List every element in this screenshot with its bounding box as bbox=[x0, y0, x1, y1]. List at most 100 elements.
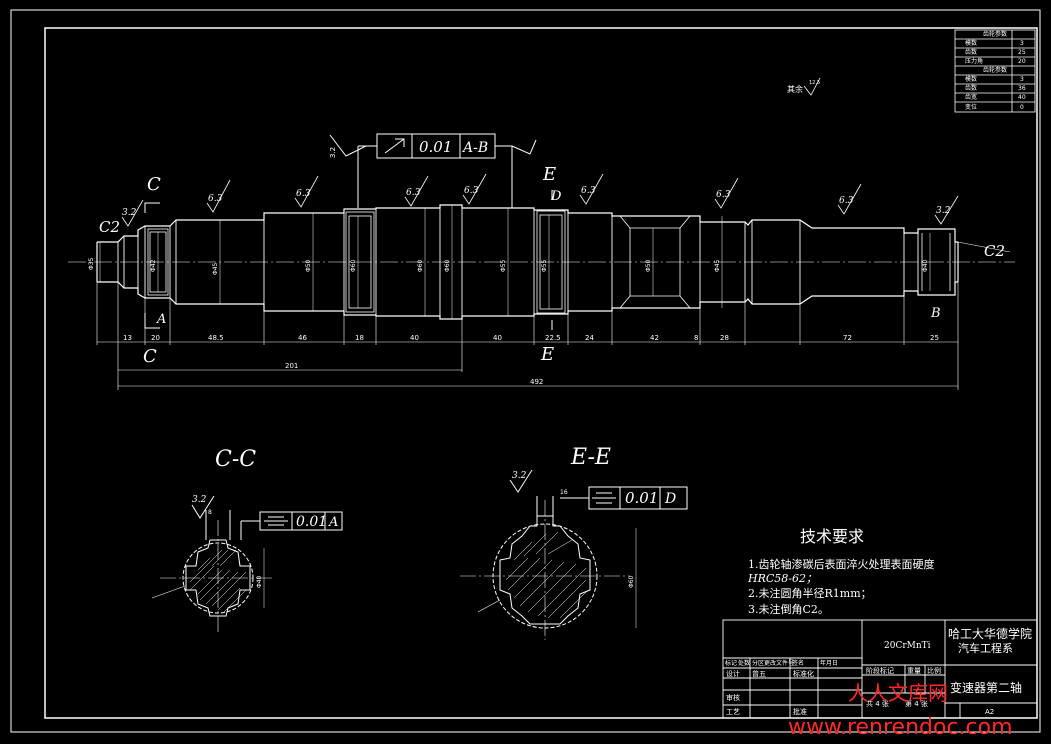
roughness-symbol bbox=[803, 77, 821, 96]
param-cell: 变位 bbox=[965, 103, 977, 111]
overall-dim-total: 492 bbox=[530, 378, 543, 386]
param-cell: 齿宽 bbox=[965, 93, 977, 101]
section-cc-title: C-C bbox=[215, 447, 256, 472]
roughness-value: 6.3 bbox=[406, 188, 421, 198]
section-cc-datum: A bbox=[328, 515, 338, 530]
section-mark-c-top: C bbox=[147, 174, 161, 195]
tech-req-item: 1.齿轮轴渗碳后表面淬火处理表面硬度 bbox=[748, 557, 935, 571]
param-cell: 齿数 bbox=[965, 84, 977, 92]
length-dim: 18 bbox=[355, 334, 364, 342]
section-mark-e-top: E bbox=[542, 164, 556, 185]
roughness-note: 其余 bbox=[787, 84, 803, 94]
datum-d: D bbox=[550, 189, 562, 204]
diameter-label: Φ45 bbox=[212, 262, 219, 275]
tb-school: 哈工大华德学院 bbox=[948, 626, 1032, 641]
param-cell: 齿轮参数 bbox=[983, 66, 1007, 74]
tech-req-title: 技术要求 bbox=[800, 527, 864, 546]
param-cell: 齿轮参数 bbox=[983, 30, 1007, 38]
length-dim: 48.5 bbox=[208, 334, 224, 342]
roughness-value: 6.3 bbox=[208, 194, 223, 204]
tolerance-main-datum: A-B bbox=[461, 140, 488, 156]
roughness-symbols bbox=[121, 173, 959, 227]
param-cell: 压力角 bbox=[965, 57, 983, 65]
roughness-value: 6.3 bbox=[581, 186, 596, 196]
tb-row-label: 年月日 bbox=[820, 659, 838, 667]
diameter-label: Φ60 bbox=[417, 259, 424, 272]
length-dims bbox=[96, 282, 959, 390]
length-dim: 22.5 bbox=[545, 334, 561, 342]
chamfer-left: C2 bbox=[99, 218, 120, 236]
diameter-label: Φ42 bbox=[150, 259, 157, 272]
section-ee-drawing bbox=[460, 469, 688, 640]
section-ee-dia: Φ60 bbox=[628, 575, 635, 588]
tb-stage: 阶段标记 bbox=[866, 666, 894, 675]
section-ee-datum: D bbox=[664, 491, 676, 507]
shaft-steps bbox=[117, 205, 956, 319]
roughness-value: 6.3 bbox=[464, 186, 479, 196]
length-dim: 13 bbox=[123, 334, 132, 342]
tb-row-label: 更改文件号 bbox=[764, 659, 794, 667]
length-dim: 40 bbox=[493, 334, 502, 342]
diameter-label: Φ45 bbox=[714, 259, 721, 272]
length-dim: 8 bbox=[694, 334, 698, 342]
param-cell: 0 bbox=[1020, 104, 1024, 111]
section-cc-tolerance: 0.01 bbox=[296, 514, 327, 530]
section-mark-e-bottom: E bbox=[540, 344, 554, 365]
param-cell: 20 bbox=[1018, 58, 1026, 65]
length-dim: 40 bbox=[410, 334, 419, 342]
tb-sheets: 共 4 张 bbox=[866, 699, 889, 708]
param-cell: 25 bbox=[1018, 49, 1026, 56]
section-cc-dia: Φ40 bbox=[256, 575, 263, 588]
overall-dim-partial: 201 bbox=[285, 362, 298, 370]
length-dim: 46 bbox=[298, 334, 307, 342]
tolerance-frame-main bbox=[329, 133, 537, 208]
section-ee-key: 16 bbox=[560, 489, 568, 496]
diameter-label: Φ60 bbox=[350, 259, 357, 272]
section-ee-tolerance: 0.01 bbox=[625, 489, 658, 507]
chamfer-right: C2 bbox=[984, 242, 1005, 260]
outer-frame bbox=[10, 9, 1041, 733]
section-cc-roughness: 3.2 bbox=[192, 495, 207, 505]
roughness-value: 6.3 bbox=[716, 190, 731, 200]
spline-detail bbox=[147, 210, 951, 314]
length-dim: 25 bbox=[930, 334, 939, 342]
diameter-label: Φ55 bbox=[500, 259, 507, 272]
param-cell: 40 bbox=[1018, 94, 1026, 101]
length-dim: 20 bbox=[151, 334, 160, 342]
length-dim: 24 bbox=[585, 334, 594, 342]
roughness-value: 3.2 bbox=[122, 208, 137, 218]
diameter-label: Φ50 bbox=[305, 259, 312, 272]
diameter-label: Φ55 bbox=[541, 259, 548, 272]
tb-sheet-no: 第 4 张 bbox=[905, 699, 928, 708]
section-cc-drawing bbox=[160, 495, 343, 635]
param-cell: 36 bbox=[1018, 85, 1026, 92]
tech-req-item: 2.未注圆角半径R1mm； bbox=[748, 586, 872, 600]
tb-scale: 比例 bbox=[927, 666, 941, 675]
tb-row-label: 处数 bbox=[738, 659, 750, 667]
datum-a: A bbox=[156, 312, 166, 327]
section-mark-c-bottom: C bbox=[143, 346, 157, 367]
tb-row-label: 分区 bbox=[752, 659, 764, 667]
roughness-value: 6.3 bbox=[296, 189, 311, 199]
param-cell: 模数 bbox=[965, 75, 977, 83]
tolerance-main-roughness: 3.2 bbox=[329, 147, 337, 158]
param-cell: 齿数 bbox=[965, 48, 977, 56]
tech-req-item: 3.未注倒角C2。 bbox=[748, 602, 829, 616]
tb-material: 20CrMnTi bbox=[884, 641, 931, 651]
inner-frame bbox=[44, 27, 1038, 719]
tb-department: 汽车工程系 bbox=[958, 641, 1013, 655]
tolerance-main-value: 0.01 bbox=[419, 138, 452, 156]
watermark-cn: 人人文库网 bbox=[848, 681, 948, 705]
tb-row-label: 签名 bbox=[792, 659, 804, 667]
tb-weight: 重量 bbox=[907, 667, 921, 675]
tb-review-label: 审核 bbox=[726, 693, 740, 702]
roughness-value: 3.2 bbox=[936, 206, 951, 216]
length-dim: 42 bbox=[650, 334, 659, 342]
tb-approve-label: 批准 bbox=[793, 707, 807, 716]
roughness-value: 6.3 bbox=[839, 196, 854, 206]
tb-row-label: 标记 bbox=[725, 659, 737, 667]
diameter-label: Φ40 bbox=[922, 259, 929, 272]
datum-b: B bbox=[930, 306, 941, 321]
param-cell: 3 bbox=[1020, 76, 1024, 83]
